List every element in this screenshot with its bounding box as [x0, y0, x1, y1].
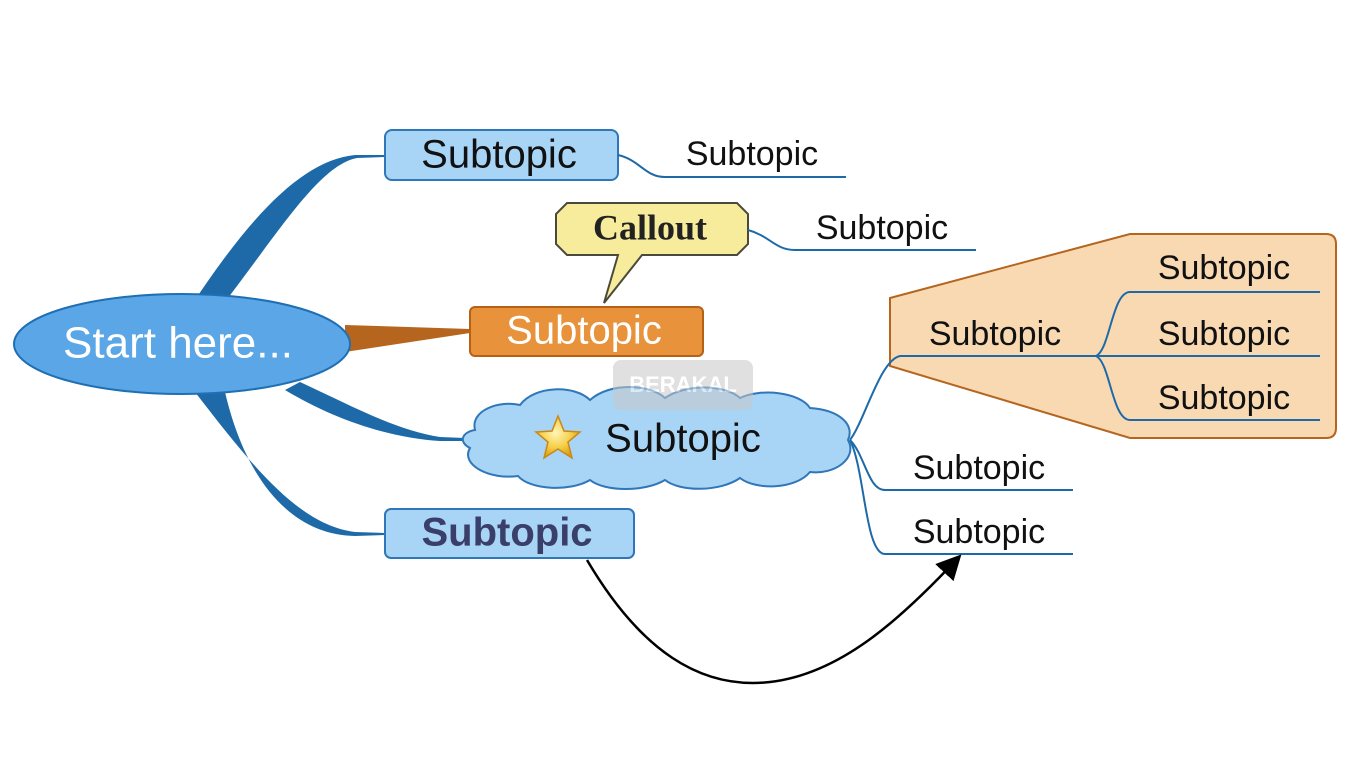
callout-child-connector: [747, 229, 976, 251]
top-topic-child-connector: [617, 154, 846, 178]
boundary-child-label[interactable]: Subtopic: [1158, 315, 1290, 353]
branch-to-top-topic: [195, 155, 385, 302]
branch-to-orange-topic: [345, 325, 470, 352]
orange-topic-label: Subtopic: [506, 309, 662, 353]
bold-topic-box[interactable]: [384, 508, 635, 559]
cloud-to-child-2-connector: [849, 439, 1073, 555]
watermark-label: BERAKAL: [629, 372, 737, 397]
cloud-to-child-1-connector: [849, 439, 1073, 491]
cloud-child-label[interactable]: Subtopic: [913, 449, 1045, 487]
root-topic-shape[interactable]: [13, 293, 351, 395]
top-topic-child-label[interactable]: Subtopic: [686, 135, 818, 173]
callout-label: Callout: [593, 207, 707, 247]
root-topic-label: Start here...: [63, 319, 293, 368]
cloud-child-label[interactable]: Subtopic: [913, 513, 1045, 551]
orange-topic-box[interactable]: [469, 306, 704, 357]
cloud-to-boundary-connector: [849, 355, 1096, 441]
boundary-shape: [889, 233, 1337, 439]
callout-bubble[interactable]: [555, 202, 749, 304]
relationship-arrow[interactable]: [585, 554, 962, 685]
branch-to-cloud-topic: [285, 382, 465, 441]
watermark: BERAKAL: [613, 360, 753, 410]
bold-topic-label: Subtopic: [421, 511, 592, 555]
branch-to-bold-topic: [195, 392, 385, 536]
boundary-child-label[interactable]: Subtopic: [1158, 249, 1290, 287]
boundary-child-label[interactable]: Subtopic: [1158, 379, 1290, 417]
star-icon: [534, 413, 582, 460]
cloud-topic-shape[interactable]: [461, 386, 852, 490]
boundary-topic-label[interactable]: Subtopic: [929, 315, 1061, 353]
boundary-child-1-connector: [1095, 291, 1320, 357]
cloud-topic-label: Subtopic: [605, 417, 761, 461]
callout-child-label[interactable]: Subtopic: [816, 209, 948, 247]
top-topic-label: Subtopic: [421, 133, 577, 177]
boundary-child-3-connector: [1095, 355, 1320, 421]
